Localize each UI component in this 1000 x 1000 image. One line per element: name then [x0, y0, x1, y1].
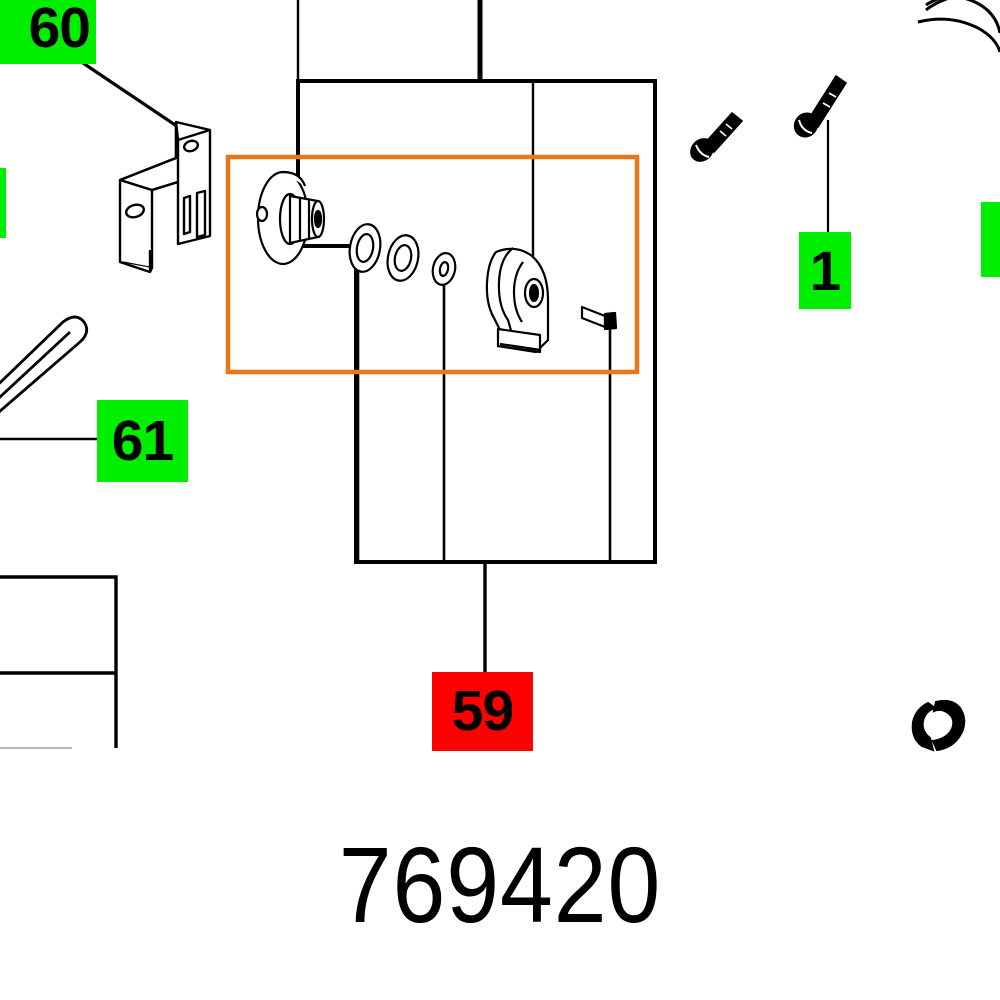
callout-marker-right-edge[interactable] — [981, 202, 1000, 277]
callout-59-text: 59 — [451, 679, 514, 743]
leader-lines — [0, 0, 830, 672]
washer-large-part — [348, 223, 382, 273]
bracket-part — [118, 120, 212, 274]
screw-right-part — [793, 74, 848, 138]
screw-left-part — [690, 111, 744, 162]
callout-61-text: 61 — [111, 408, 174, 473]
rod-part — [0, 315, 89, 413]
part-number-label: 769420 — [338, 824, 662, 945]
pulley-wheel-part — [255, 170, 326, 266]
callout-1-text: 1 — [809, 238, 841, 302]
callout-60-text: 60 — [28, 0, 91, 60]
bracket-slot-inner — [182, 194, 192, 236]
bracket-slot-right — [195, 189, 207, 239]
callout-marker-left-edge[interactable] — [0, 168, 6, 238]
lever-arm-part — [485, 247, 550, 354]
callout-label-59[interactable]: 59 — [432, 672, 533, 751]
washer-small-part — [431, 252, 457, 286]
partial-curve-fragment — [917, 0, 1000, 53]
leader-60 — [82, 61, 194, 139]
bracket-hole-lower — [124, 203, 146, 219]
highlight-rectangle — [225, 154, 640, 375]
bracket-hole-upper — [182, 139, 200, 153]
callout-label-60[interactable]: 60 — [0, 0, 96, 64]
callout-label-61[interactable]: 61 — [97, 400, 188, 482]
partial-frame-fragment — [0, 575, 118, 748]
hook-clip-part — [911, 699, 966, 752]
callout-label-1[interactable]: 1 — [799, 232, 851, 309]
roll-pin-part — [580, 305, 618, 331]
washer-medium-part — [386, 234, 420, 282]
